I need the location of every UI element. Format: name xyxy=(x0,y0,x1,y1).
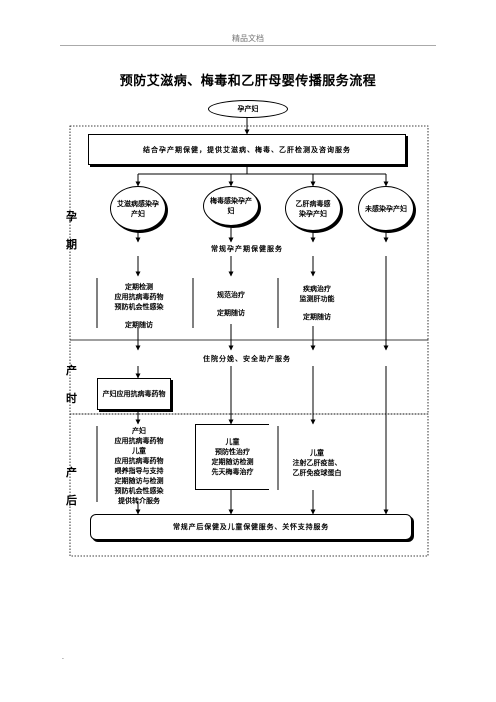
uninfected-pregnant-node: 未感染孕产妇 xyxy=(358,186,414,231)
stage-frame-pregnancy xyxy=(69,125,429,341)
hiv-postpartum-line: 定期随访与检测 xyxy=(114,477,164,485)
syphilis-child-line: 儿童 xyxy=(225,438,240,446)
hiv-postpartum-list: 产妇 应用抗病毒药物 儿童 应用抗病毒药物 喂养指导与支持 定期随访与检测 预防… xyxy=(99,426,179,506)
routine-prenatal-care-label: 常规孕产期保健服务 xyxy=(211,245,283,253)
hospital-delivery-label: 住院分娩、安全助产服务 xyxy=(203,355,291,363)
syphilis-child-list: 儿童 预防性治疗 定期随访检测 先天梅毒治疗 xyxy=(212,437,254,477)
hiv-postpartum-line: 应用抗病毒药物 xyxy=(114,437,164,445)
stage-delivery-char-1: 产 xyxy=(66,364,77,377)
hbv-child-line: 儿童 xyxy=(310,449,324,457)
hbv-care-line xyxy=(281,304,353,312)
hiv-postpartum-line: 产妇 xyxy=(132,427,146,435)
syphilis-care-line: 规范治疗 xyxy=(217,291,245,299)
stage-postpartum-char-2: 后 xyxy=(66,494,77,507)
hiv-care-line: 定期检测 xyxy=(125,283,153,291)
hbv-care-line: 定期随访 xyxy=(303,313,331,321)
hiv-pregnant-label: 艾滋病感染孕产妇 xyxy=(117,199,159,218)
syphilis-child-line: 定期随访检测 xyxy=(211,458,254,466)
routine-postpartum-label: 常规产后保健及儿童保健服务、关怀支持服务 xyxy=(173,523,329,531)
hbv-pregnancy-care-list: 疾病治疗 监测肝功能 定期随访 xyxy=(281,284,353,322)
stage-postpartum-char-1: 产 xyxy=(66,466,77,479)
syphilis-pregnant-label: 梅毒感染孕产妇 xyxy=(210,197,252,215)
hbv-child-line: 乙肝免疫球蛋白 xyxy=(292,469,342,477)
hiv-postpartum-line: 提供转介服务 xyxy=(118,497,160,505)
hiv-postpartum-line: 应用抗病毒药物 xyxy=(114,457,164,465)
syphilis-child-box: 儿童 预防性治疗 定期随访检测 先天梅毒治疗 xyxy=(195,424,269,490)
hbv-pregnant-node: 乙肝病毒感染孕产妇 xyxy=(285,186,341,231)
integrated-testing-label: 结合孕产期保健，提供艾滋病、梅毒、乙肝检测及咨询服务 xyxy=(143,145,351,154)
syphilis-child-line: 先天梅毒治疗 xyxy=(211,468,254,476)
start-node-label: 孕产妇 xyxy=(237,105,259,113)
hiv-care-line xyxy=(99,312,179,320)
stage-pregnancy-char-2: 期 xyxy=(66,238,77,251)
syphilis-pregnant-node: 梅毒感染孕产妇 xyxy=(203,186,259,226)
header-divider xyxy=(60,45,436,46)
stage-frame-postpartum xyxy=(69,413,429,557)
hbv-child-list: 儿童 注射乙肝疫苗、 乙肝免疫球蛋白 xyxy=(280,448,354,478)
hiv-pregnancy-care-list: 定期检测 应用抗病毒药物 预防机会性感染 定期随访 xyxy=(99,282,179,330)
hiv-care-line: 定期随访 xyxy=(125,321,153,329)
stage-pregnancy-char-1: 孕 xyxy=(66,210,77,223)
page-header: 精品文档 xyxy=(232,34,264,43)
hbv-care-line: 疾病治疗 xyxy=(303,285,331,293)
hiv-postpartum-line: 喂养指导与支持 xyxy=(114,467,164,475)
page-footer-mark: . xyxy=(62,654,64,661)
hbv-pregnant-label: 乙肝病毒感染孕产妇 xyxy=(295,199,331,218)
routine-postpartum-box: 常规产后保健及儿童保健服务、关怀支持服务 xyxy=(90,514,412,540)
page-title: 预防艾滋病、梅毒和乙肝母婴传播服务流程 xyxy=(119,74,377,89)
syphilis-care-line xyxy=(196,300,266,308)
syphilis-care-line: 定期随访 xyxy=(217,309,245,317)
hiv-care-line: 预防机会性感染 xyxy=(114,303,164,311)
start-node-pregnant-women: 孕产妇 xyxy=(208,100,288,118)
intrapartum-arv-box: 产妇应用抗病毒药物 xyxy=(97,378,171,410)
syphilis-child-line: 预防性治疗 xyxy=(215,448,250,456)
intrapartum-arv-label: 产妇应用抗病毒药物 xyxy=(102,390,166,398)
hiv-postpartum-line: 儿童 xyxy=(132,447,146,455)
hbv-child-line: 注射乙肝疫苗、 xyxy=(292,459,342,467)
uninfected-pregnant-label: 未感染孕产妇 xyxy=(365,204,407,213)
syphilis-pregnancy-care-list: 规范治疗 定期随访 xyxy=(196,290,266,318)
hiv-care-line: 应用抗病毒药物 xyxy=(114,293,164,301)
hospital-delivery-bar: 住院分娩、安全助产服务 xyxy=(88,352,406,366)
stage-delivery-char-2: 时 xyxy=(66,392,77,405)
hiv-postpartum-line: 预防机会性感染 xyxy=(114,487,164,495)
routine-prenatal-care-bar: 常规孕产期保健服务 xyxy=(88,242,406,256)
integrated-testing-box: 结合孕产期保健，提供艾滋病、梅毒、乙肝检测及咨询服务 xyxy=(88,134,406,165)
hiv-pregnant-node: 艾滋病感染孕产妇 xyxy=(110,186,166,231)
hbv-care-line: 监测肝功能 xyxy=(299,295,335,303)
